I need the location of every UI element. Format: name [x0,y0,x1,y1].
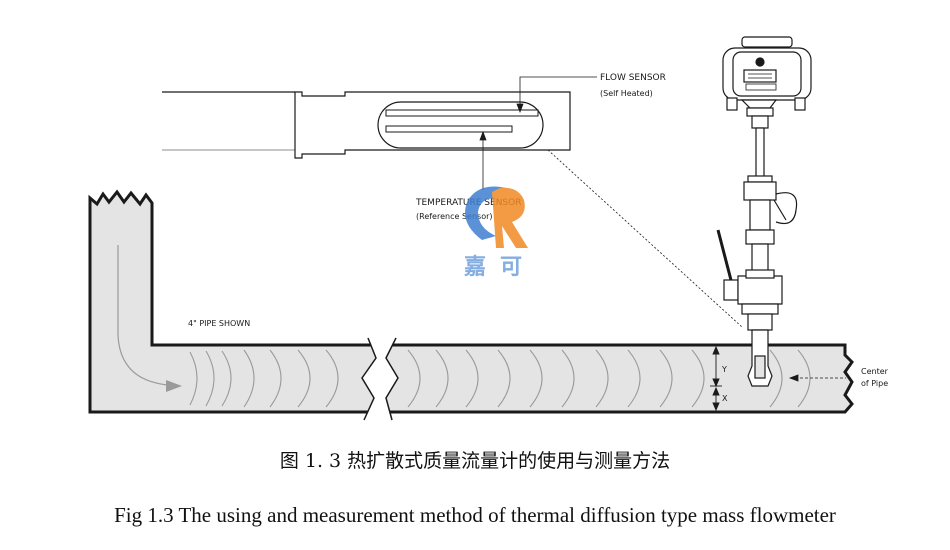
dimension-x-label: X [722,394,728,403]
center-of-pipe-label-line2: of Pipe [861,379,888,388]
center-of-pipe-label-line1: Center [861,367,889,376]
sensor-leader-lines [479,76,743,328]
figure-caption-english: Fig 1.3 The using and measurement method… [114,503,836,527]
temperature-sensor-sublabel: (Reference Sensor) [416,212,493,221]
pipe-size-label: 4" PIPE SHOWN [188,319,250,328]
watermark-logo: 嘉可 [464,186,536,280]
sensor-probe-closeup [162,91,571,159]
figure-caption-chinese: 图 1. 3 热扩散式质量流量计的使用与测量方法 [279,450,671,472]
flowmeter-assembly [716,36,812,387]
dimension-y-label: Y [721,365,727,374]
velocity-profile-arcs [189,349,811,408]
dimension-marks [710,345,722,412]
center-of-pipe-pointer [788,374,846,382]
flow-sensor-sublabel: (Self Heated) [600,89,653,98]
flowmeter-diagram: FLOW SENSOR (Self Heated) TEMPERATURE SE… [88,36,889,421]
flow-arrow [117,245,182,392]
watermark-text: 嘉可 [464,254,536,280]
pipe [88,189,854,421]
flow-sensor-label: FLOW SENSOR [600,73,666,83]
